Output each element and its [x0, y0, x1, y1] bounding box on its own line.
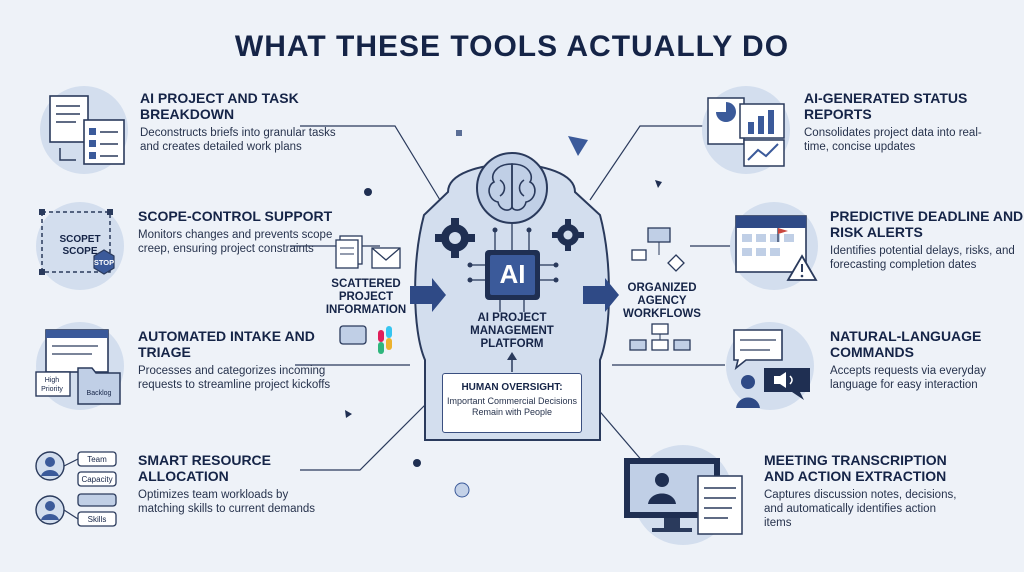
feature-description: Captures discussion notes, decisions, an… [764, 489, 957, 529]
scope-control-icon: SCOPET SCOPE STOP [36, 202, 124, 290]
feature-title: AI-GENERATED STATUS REPORTS [804, 90, 968, 122]
skills-text: Skills [88, 515, 107, 524]
output-label: ORGANIZED AGENCY WORKFLOWS [623, 282, 701, 320]
feature-title: MEETING TRANSCRIPTION AND ACTION EXTRACT… [764, 452, 947, 484]
stop-text: STOP [94, 258, 114, 267]
page-title: WHAT THESE TOOLS ACTUALLY DO [234, 30, 790, 63]
feature-scope-control: SCOPE-CONTROL SUPPORT Monitors changes a… [138, 208, 338, 256]
feature-natural-language: NATURAL-LANGUAGE COMMANDS Accepts reques… [830, 328, 1024, 392]
feature-status-reports: AI-GENERATED STATUS REPORTS Consolidates… [804, 90, 1004, 154]
capacity-text: Capacity [81, 475, 112, 484]
feature-task-breakdown: AI PROJECT AND TASK BREAKDOWN Deconstruc… [140, 90, 340, 154]
status-reports-icon [702, 86, 790, 174]
resource-allocation-icon: Team Capacity Skills [35, 451, 117, 527]
high-priority-text-1: High [45, 377, 60, 384]
input-label: SCATTERED PROJECT INFORMATION [325, 278, 407, 316]
human-oversight-box: HUMAN OVERSIGHT: Important Commercial De… [442, 373, 582, 433]
feature-description: Identifies potential delays, risks, and … [830, 245, 1015, 271]
intake-triage-icon: High Priority Backlog [35, 322, 124, 410]
backlog-text: Backlog [87, 390, 112, 397]
feature-title: SMART RESOURCE ALLOCATION [138, 452, 272, 484]
ai-chip-label: AI [499, 259, 526, 289]
feature-description: Deconstructs briefs into granular tasks … [140, 127, 336, 153]
platform-label: AI PROJECT MANAGEMENT PLATFORM [470, 312, 554, 350]
task-breakdown-icon [40, 86, 128, 174]
feature-description: Accepts requests via everyday language f… [830, 365, 986, 391]
oversight-description: Important Commercial Decisions Remain wi… [446, 396, 578, 417]
feature-title: NATURAL-LANGUAGE COMMANDS [830, 328, 982, 360]
natural-language-icon [726, 322, 814, 410]
feature-description: Monitors changes and prevents scope cree… [138, 229, 333, 255]
feature-intake-triage: AUTOMATED INTAKE AND TRIAGE Processes an… [138, 328, 338, 392]
feature-title: AI PROJECT AND TASK BREAKDOWN [140, 90, 299, 122]
feature-description: Consolidates project data into real-time… [804, 127, 982, 153]
feature-meeting-transcription: MEETING TRANSCRIPTION AND ACTION EXTRACT… [764, 452, 964, 530]
oversight-title: HUMAN OVERSIGHT: [461, 382, 563, 393]
feature-title: PREDICTIVE DEADLINE AND RISK ALERTS [830, 208, 1024, 240]
team-text: Team [87, 455, 107, 464]
feature-description: Processes and categorizes incoming reque… [138, 365, 331, 391]
scope-text-2: SCOPE [62, 246, 97, 257]
feature-resource-allocation: SMART RESOURCE ALLOCATION Optimizes team… [138, 452, 338, 516]
feature-description: Optimizes team workloads by matching ski… [138, 489, 316, 515]
scope-text-1: SCOPET [59, 234, 100, 245]
meeting-transcription-icon [624, 445, 743, 545]
high-priority-text-2: Priority [41, 386, 63, 393]
deadline-alerts-icon [730, 202, 818, 290]
feature-title: SCOPE-CONTROL SUPPORT [138, 208, 333, 224]
feature-title: AUTOMATED INTAKE AND TRIAGE [138, 328, 315, 360]
feature-deadline-alerts: PREDICTIVE DEADLINE AND RISK ALERTS Iden… [830, 208, 1024, 272]
